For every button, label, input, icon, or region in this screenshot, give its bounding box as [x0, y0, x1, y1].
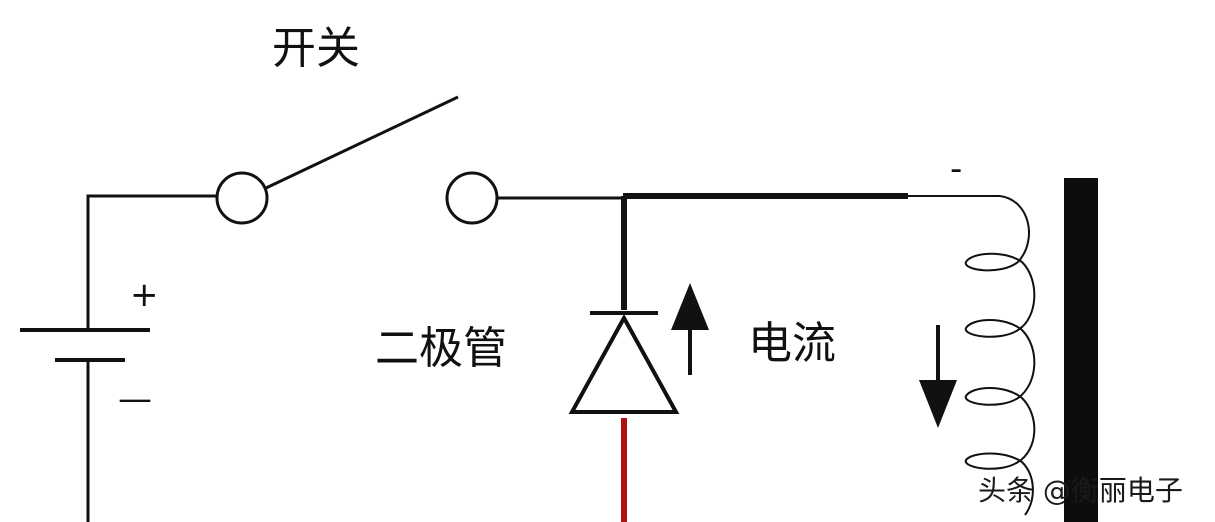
switch-lever	[265, 95, 459, 190]
diode-triangle	[568, 313, 680, 414]
coil-minus-label: -	[950, 149, 962, 189]
current-arrow-down-head	[919, 380, 957, 428]
relay-coil	[964, 195, 1036, 516]
switch-terminal-right	[445, 171, 499, 225]
switch-terminal-left	[215, 171, 269, 225]
diode-label: 二极管	[375, 323, 507, 374]
battery-minus-label: —	[118, 379, 152, 419]
watermark-text: 头条 @衡丽电子	[978, 474, 1183, 507]
switch-label: 开关	[272, 23, 360, 74]
wire-left	[86, 194, 218, 522]
battery-plus-label: +	[130, 275, 159, 315]
current-label: 电流	[748, 318, 836, 369]
relay-iron-core	[1064, 178, 1098, 522]
current-arrow-up-head	[671, 283, 709, 330]
